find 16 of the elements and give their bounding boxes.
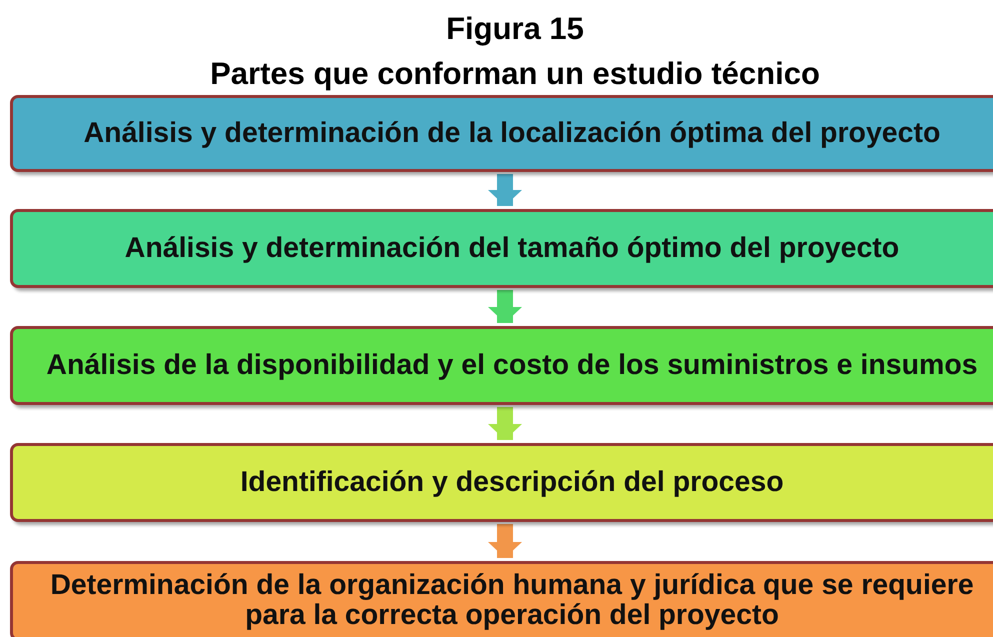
step-text: Análisis y determinación del tamaño óptimo del proyecto — [124, 234, 900, 264]
step-text: Análisis de la disponibilidad y el costo de los suministros e insumos — [46, 350, 978, 380]
process-box — [10, 561, 993, 637]
figure-caption: Partes que conforman un estudio técnico — [209, 56, 821, 92]
step-text: Determinación de la organización humana y jurídica que se requiere para la correcta operación del proyecto — [49, 571, 975, 631]
process-box — [10, 443, 993, 522]
figure-title: Figura 15 — [445, 11, 585, 47]
process-box — [10, 95, 993, 172]
process-box — [10, 326, 993, 405]
process-box — [10, 209, 993, 288]
arrow — [488, 174, 522, 206]
arrow — [488, 290, 522, 323]
arrow — [488, 524, 522, 558]
step-text: Análisis y determinación de la localización óptima del proyecto — [84, 118, 940, 148]
arrow — [488, 407, 522, 440]
step-text: Identificación y descripción del proceso — [240, 468, 784, 498]
